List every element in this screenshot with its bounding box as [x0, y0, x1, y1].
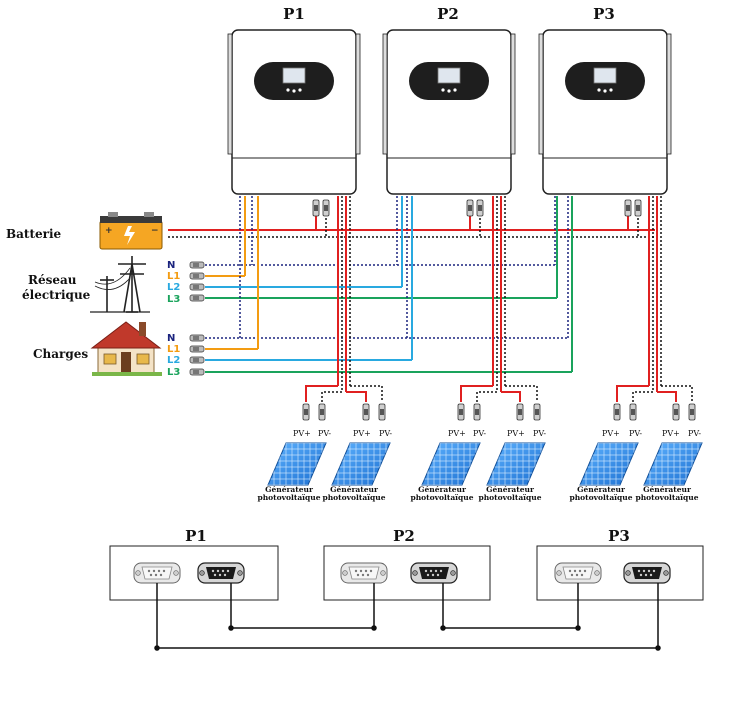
inverter-p3: [538, 29, 672, 195]
comm-panel-title-p1: P1: [185, 527, 207, 545]
solar-panel-p2-a: [421, 442, 481, 486]
svg-text:photovoltaïque: photovoltaïque: [322, 493, 385, 502]
comm-cables: [154, 583, 661, 651]
inverter-title-p3: P3: [593, 5, 615, 23]
pv-terminal-labels: PV+ PV- PV+ PV- PV+ PV- PV+ PV- PV+ PV- …: [293, 429, 701, 438]
svg-text:PV-: PV-: [629, 429, 642, 438]
svg-text:N: N: [167, 333, 175, 344]
svg-text:Générateur: Générateur: [643, 485, 692, 494]
svg-text:+: +: [105, 226, 113, 236]
svg-text:L2: L2: [167, 282, 180, 293]
pv-generator-labels: Générateur photovoltaïque Générateur pho…: [257, 485, 698, 502]
svg-text:PV-: PV-: [688, 429, 701, 438]
svg-text:PV+: PV+: [293, 429, 311, 438]
grid-phase-lines: [205, 264, 557, 299]
svg-text:PV+: PV+: [507, 429, 525, 438]
svg-text:L1: L1: [167, 271, 180, 282]
pv-wiring-p2: [457, 196, 541, 421]
inverter-ac-wiring-p1: [239, 196, 259, 349]
svg-text:Générateur: Générateur: [265, 485, 314, 494]
inverter-title-p1: P1: [283, 5, 305, 23]
solar-panel-p1-a: [267, 442, 327, 486]
inverter-title-p2: P2: [437, 5, 459, 23]
svg-text:photovoltaïque: photovoltaïque: [257, 493, 320, 502]
svg-text:photovoltaïque: photovoltaïque: [569, 493, 632, 502]
svg-text:photovoltaïque: photovoltaïque: [478, 493, 541, 502]
svg-text:L2: L2: [167, 355, 180, 366]
svg-text:Générateur: Générateur: [577, 485, 626, 494]
svg-text:photovoltaïque: photovoltaïque: [635, 493, 698, 502]
comm-panel-p2: P2: [323, 527, 491, 601]
utility-pole-icon: [90, 256, 150, 313]
svg-text:PV-: PV-: [379, 429, 392, 438]
grid-label-line1: Réseau: [28, 273, 77, 287]
load-phase-lines: [205, 337, 572, 373]
svg-text:PV+: PV+: [353, 429, 371, 438]
solar-panel-p1-b: [331, 442, 391, 486]
svg-text:PV+: PV+: [448, 429, 466, 438]
svg-text:Générateur: Générateur: [418, 485, 467, 494]
svg-text:−: −: [151, 226, 159, 236]
grid-phase-labels: N L1 L2 L3: [167, 260, 205, 305]
svg-text:Générateur: Générateur: [486, 485, 535, 494]
inverter-ac-wiring-p3: [554, 196, 573, 372]
inverter-p2: [382, 29, 516, 195]
svg-text:Générateur: Générateur: [330, 485, 379, 494]
pv-wiring-p1: [302, 196, 386, 421]
battery-connections: [312, 199, 642, 237]
comm-panel-p3: P3: [536, 527, 704, 601]
solar-panel-p2-b: [486, 442, 546, 486]
svg-text:PV+: PV+: [602, 429, 620, 438]
svg-text:L3: L3: [167, 294, 180, 305]
svg-text:N: N: [167, 260, 175, 271]
grid-label-line2: électrique: [22, 288, 91, 302]
svg-text:L1: L1: [167, 344, 180, 355]
loads-label: Charges: [33, 347, 88, 361]
svg-text:L3: L3: [167, 367, 180, 378]
svg-text:PV+: PV+: [662, 429, 680, 438]
solar-panel-p3-b: [643, 442, 703, 486]
pv-wiring-p3: [613, 196, 696, 421]
svg-text:PV-: PV-: [533, 429, 546, 438]
svg-text:PV-: PV-: [318, 429, 331, 438]
comm-panel-title-p2: P2: [393, 527, 415, 545]
svg-text:PV-: PV-: [473, 429, 486, 438]
inverter-p1: [227, 29, 361, 195]
solar-panel-p3-a: [579, 442, 639, 486]
svg-text:photovoltaïque: photovoltaïque: [410, 493, 473, 502]
load-phase-labels: N L1 L2 L3: [167, 333, 205, 378]
house-icon: [90, 321, 162, 376]
comm-panel-p1: P1: [109, 527, 279, 601]
comm-panel-title-p3: P3: [608, 527, 630, 545]
inverter-ac-wiring-p2: [396, 196, 413, 360]
battery-label: Batterie: [6, 227, 62, 241]
battery-icon: + −: [99, 212, 163, 250]
